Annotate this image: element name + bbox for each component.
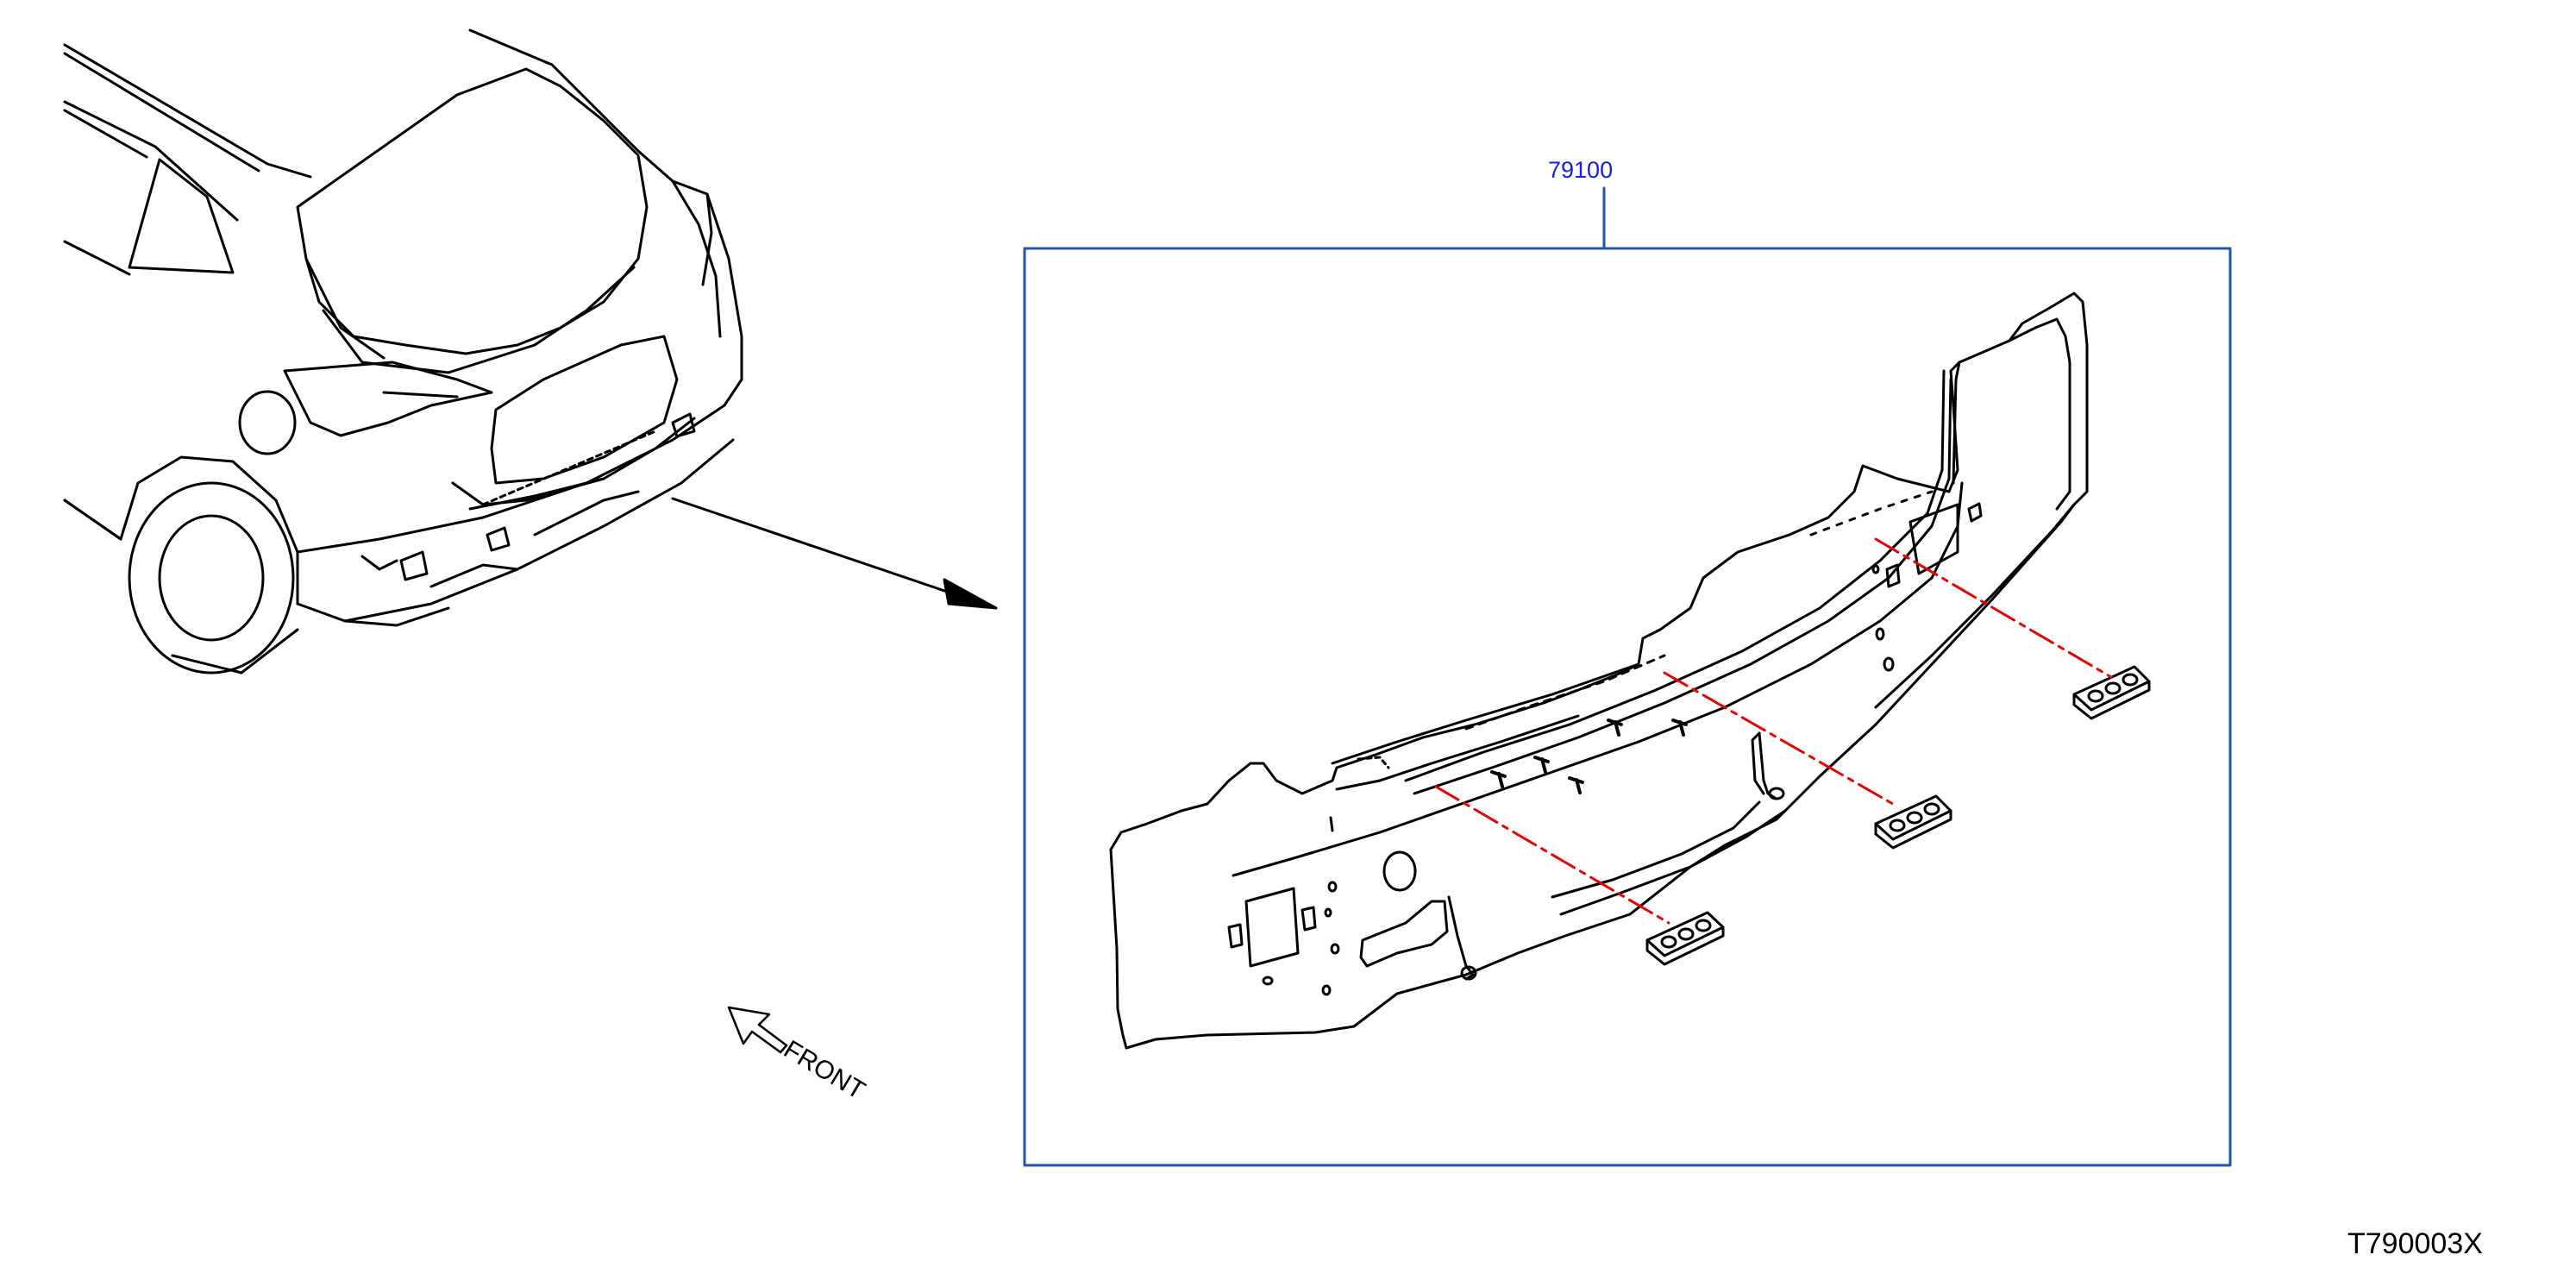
rear-panel-assembly xyxy=(1109,292,2089,1050)
illustration-code: T790003X xyxy=(2347,1227,2483,1260)
front-arrow-icon xyxy=(727,1006,788,1054)
part-number-callout: 79100 xyxy=(1548,157,1614,183)
installation-centerlines xyxy=(1434,537,2113,925)
retainer-clip xyxy=(2072,665,2151,720)
retainer-clip xyxy=(1874,794,1952,850)
vehicle-rear-illustration xyxy=(63,28,743,675)
leader-arrow xyxy=(671,497,998,610)
retainer-clip xyxy=(1645,911,1725,966)
assembly-frame xyxy=(1023,247,2232,1167)
